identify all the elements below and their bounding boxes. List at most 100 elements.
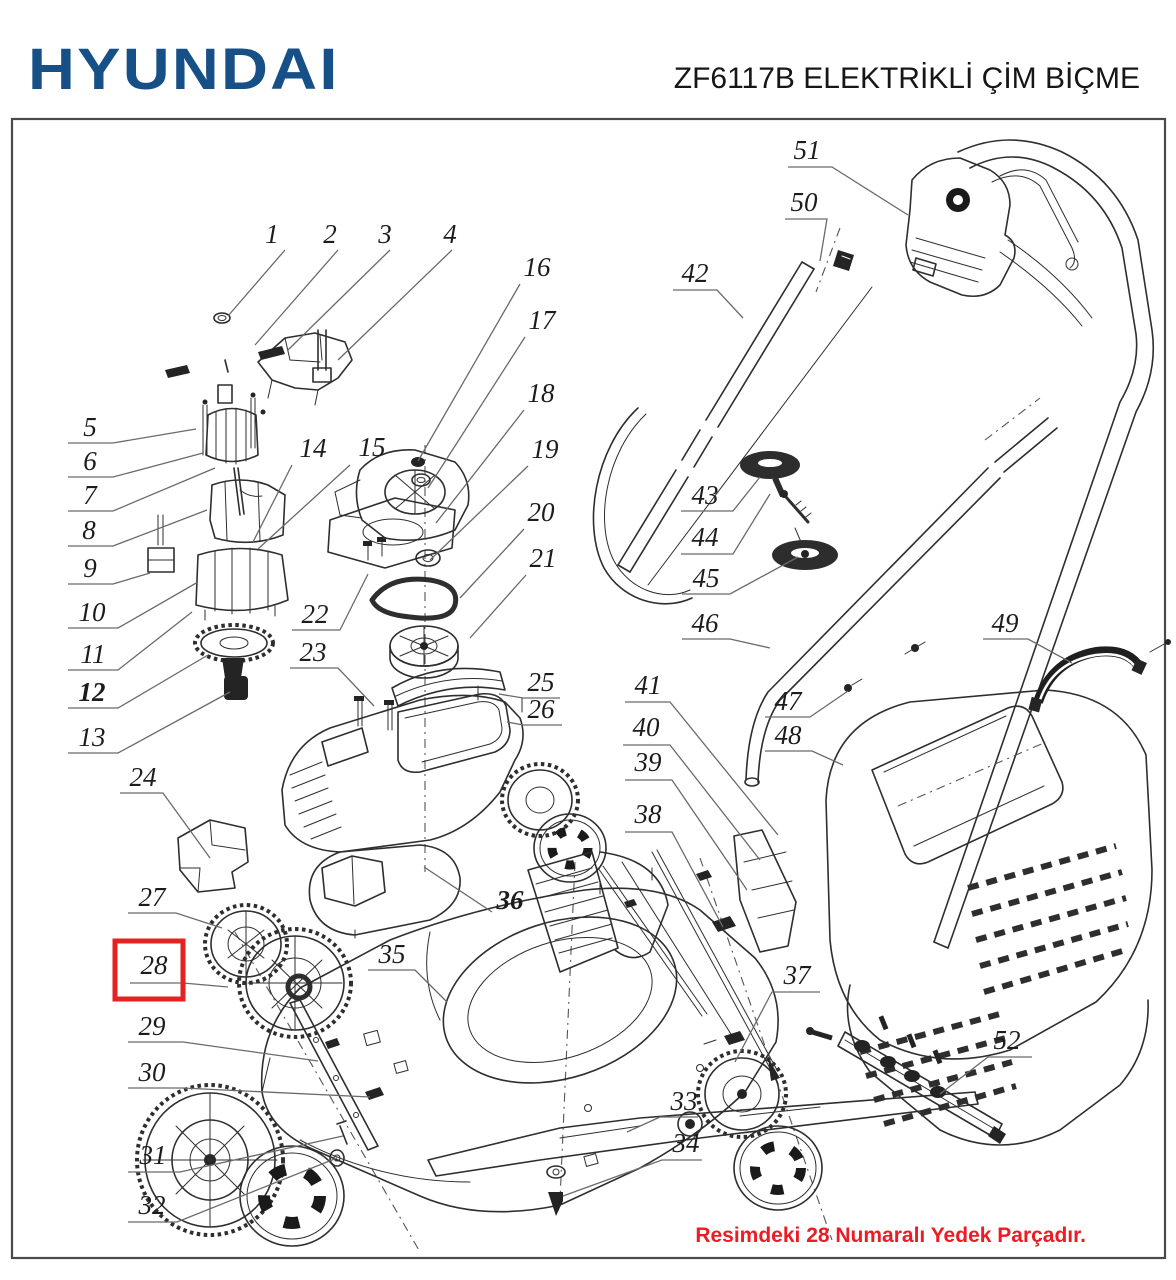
bolt-part34 bbox=[548, 1192, 563, 1216]
cover-group bbox=[177, 667, 524, 893]
part-number-9: 9 bbox=[83, 553, 97, 583]
part-number-12: 12 bbox=[79, 677, 106, 707]
bracket-group bbox=[806, 1015, 1006, 1144]
screws-part23 bbox=[357, 699, 393, 731]
bearing-part19 bbox=[415, 549, 441, 567]
part-number-14: 14 bbox=[300, 433, 327, 463]
leader-line-51 bbox=[788, 166, 909, 216]
part-number-36: 36 bbox=[496, 885, 525, 915]
handle-group bbox=[592, 139, 1155, 949]
actuator-part40 bbox=[733, 829, 797, 953]
leader-line-41 bbox=[625, 701, 779, 836]
part-number-51: 51 bbox=[794, 135, 821, 165]
leader-line-27 bbox=[128, 912, 223, 929]
bolt-part44 bbox=[784, 495, 810, 524]
leader-line-26 bbox=[506, 721, 562, 726]
leader-line-40 bbox=[623, 744, 761, 861]
clip-part50 bbox=[833, 250, 854, 271]
motor-cover-group bbox=[825, 639, 1171, 1146]
part-number-46: 46 bbox=[692, 608, 720, 638]
screw-part47 bbox=[844, 684, 852, 692]
mower-deck bbox=[260, 851, 779, 1213]
pin-part31 bbox=[339, 1125, 348, 1145]
leader-line-39 bbox=[625, 779, 748, 891]
leader-line-29 bbox=[128, 1041, 319, 1062]
part-number-38: 38 bbox=[634, 799, 663, 829]
foam-filter-part24 bbox=[177, 819, 249, 893]
housing-bolts bbox=[204, 605, 276, 621]
leader-line-52 bbox=[939, 1056, 1032, 1095]
fan-guard bbox=[257, 332, 353, 391]
leader-line-13 bbox=[68, 691, 231, 754]
leader-line-2 bbox=[254, 249, 339, 346]
part-number-25: 25 bbox=[528, 667, 555, 697]
leader-line-45 bbox=[682, 556, 799, 595]
lower-handle-right-part46 bbox=[745, 467, 989, 781]
leader-line-14 bbox=[252, 464, 293, 543]
part-number-19: 19 bbox=[532, 434, 560, 464]
gearbox-assembly bbox=[327, 449, 470, 731]
leader-line-47 bbox=[765, 690, 849, 718]
gear-part27 bbox=[203, 903, 289, 985]
part-number-1: 1 bbox=[265, 219, 279, 249]
part-number-30: 30 bbox=[138, 1057, 167, 1087]
part-number-37: 37 bbox=[783, 960, 813, 990]
fan-gear-part12 bbox=[193, 623, 275, 663]
part-number-50: 50 bbox=[791, 187, 819, 217]
motor-housing bbox=[195, 547, 289, 612]
part-number-20: 20 bbox=[528, 497, 556, 527]
part-number-18: 18 bbox=[528, 378, 556, 408]
part-number-29: 29 bbox=[139, 1011, 167, 1041]
part-number-34: 34 bbox=[672, 1128, 700, 1158]
nut-part1 bbox=[213, 312, 231, 324]
nut-part16 bbox=[411, 457, 425, 467]
leader-line-16 bbox=[417, 283, 521, 462]
rod-part39 bbox=[597, 865, 708, 1017]
part-number-41: 41 bbox=[635, 670, 662, 700]
upper-handle bbox=[947, 139, 1155, 949]
leader-line-49 bbox=[983, 638, 1073, 664]
leader-line-36 bbox=[423, 866, 493, 913]
leader-line-8 bbox=[68, 509, 208, 547]
leader-line-21 bbox=[469, 574, 527, 639]
leader-line-3 bbox=[287, 249, 391, 351]
part-number-13: 13 bbox=[79, 722, 106, 752]
throttle-rod bbox=[647, 286, 873, 586]
bolt-part4 bbox=[317, 329, 327, 371]
part-number-16: 16 bbox=[524, 252, 552, 282]
part-number-23: 23 bbox=[300, 637, 327, 667]
leader-line-17 bbox=[427, 336, 526, 489]
leader-line-31 bbox=[128, 1135, 344, 1173]
highlight-box-part-28 bbox=[112, 938, 186, 1002]
rod-part37 bbox=[651, 849, 778, 1073]
part-number-5: 5 bbox=[83, 412, 97, 442]
part-number-22: 22 bbox=[302, 599, 329, 629]
part-number-49: 49 bbox=[992, 608, 1020, 638]
part-number-44: 44 bbox=[692, 522, 719, 552]
page-title: ZF6117B ELEKTRİKLİ ÇİM BİÇME bbox=[673, 62, 1140, 95]
rod-part38 bbox=[621, 861, 737, 1043]
leader-line-4 bbox=[337, 249, 453, 361]
left-wheel bbox=[135, 1083, 345, 1247]
part-number-6: 6 bbox=[83, 446, 97, 476]
commutator bbox=[217, 384, 233, 404]
armature bbox=[205, 407, 259, 463]
side-pin-right bbox=[258, 346, 285, 360]
grass-bag bbox=[308, 844, 461, 939]
leader-line-23 bbox=[290, 667, 375, 707]
bag-part36 bbox=[308, 844, 461, 936]
part-number-42: 42 bbox=[682, 258, 709, 288]
leader-line-5 bbox=[68, 428, 197, 444]
part-number-24: 24 bbox=[130, 762, 157, 792]
leader-line-1 bbox=[227, 249, 286, 317]
rear-flap bbox=[527, 851, 619, 973]
part-number-33: 33 bbox=[670, 1086, 698, 1116]
leader-line-6 bbox=[68, 452, 204, 478]
washer-part34 bbox=[546, 1165, 566, 1179]
switch-rod-group bbox=[597, 829, 797, 1081]
leader-line-15 bbox=[257, 464, 351, 550]
leader-line-43 bbox=[681, 476, 761, 512]
leader-line-30 bbox=[128, 1087, 371, 1098]
